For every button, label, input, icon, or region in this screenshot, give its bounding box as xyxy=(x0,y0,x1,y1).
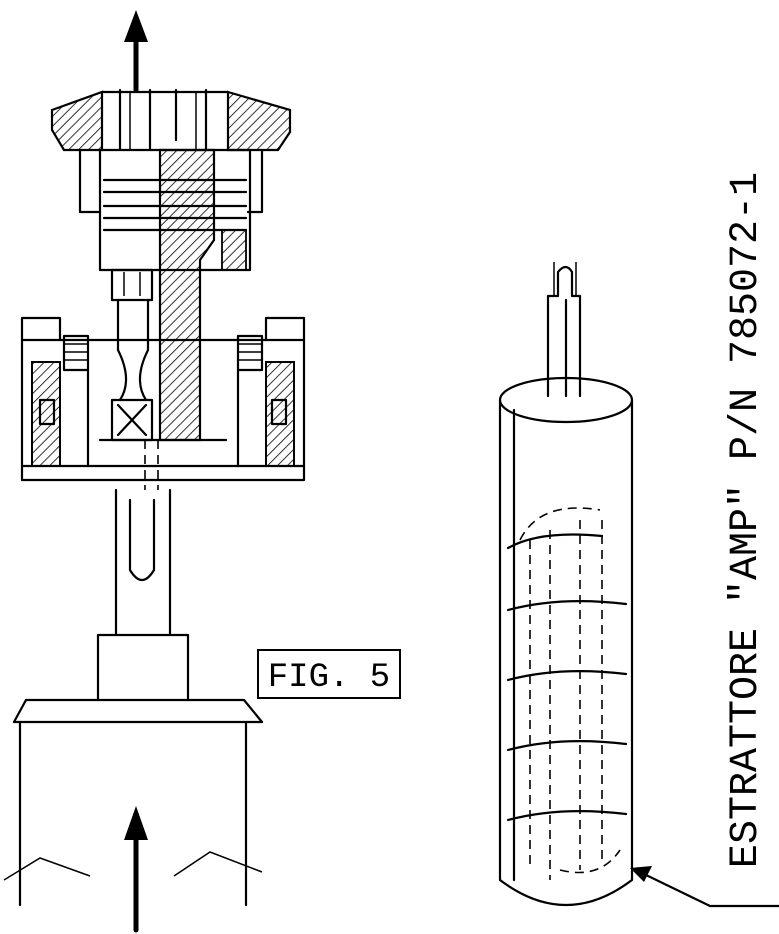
tool-caption: ESTRATTORE "AMP" P/N 785072-1 xyxy=(724,172,769,868)
socket-contact xyxy=(110,268,154,442)
extractor-prongs xyxy=(118,88,208,152)
push-direction-arrow xyxy=(124,806,148,933)
callout-leader xyxy=(630,866,779,908)
figure-label-box: FIG. 5 xyxy=(257,649,401,699)
insertion-tool xyxy=(3,488,264,907)
contact-housing xyxy=(98,148,252,442)
top-coupling-ring xyxy=(50,90,292,214)
connector-shell xyxy=(20,316,306,490)
connector-assembly-section xyxy=(3,10,306,933)
pull-direction-arrow xyxy=(124,10,148,93)
extractor-tool xyxy=(498,262,634,906)
figure-label: FIG. 5 xyxy=(268,659,390,697)
